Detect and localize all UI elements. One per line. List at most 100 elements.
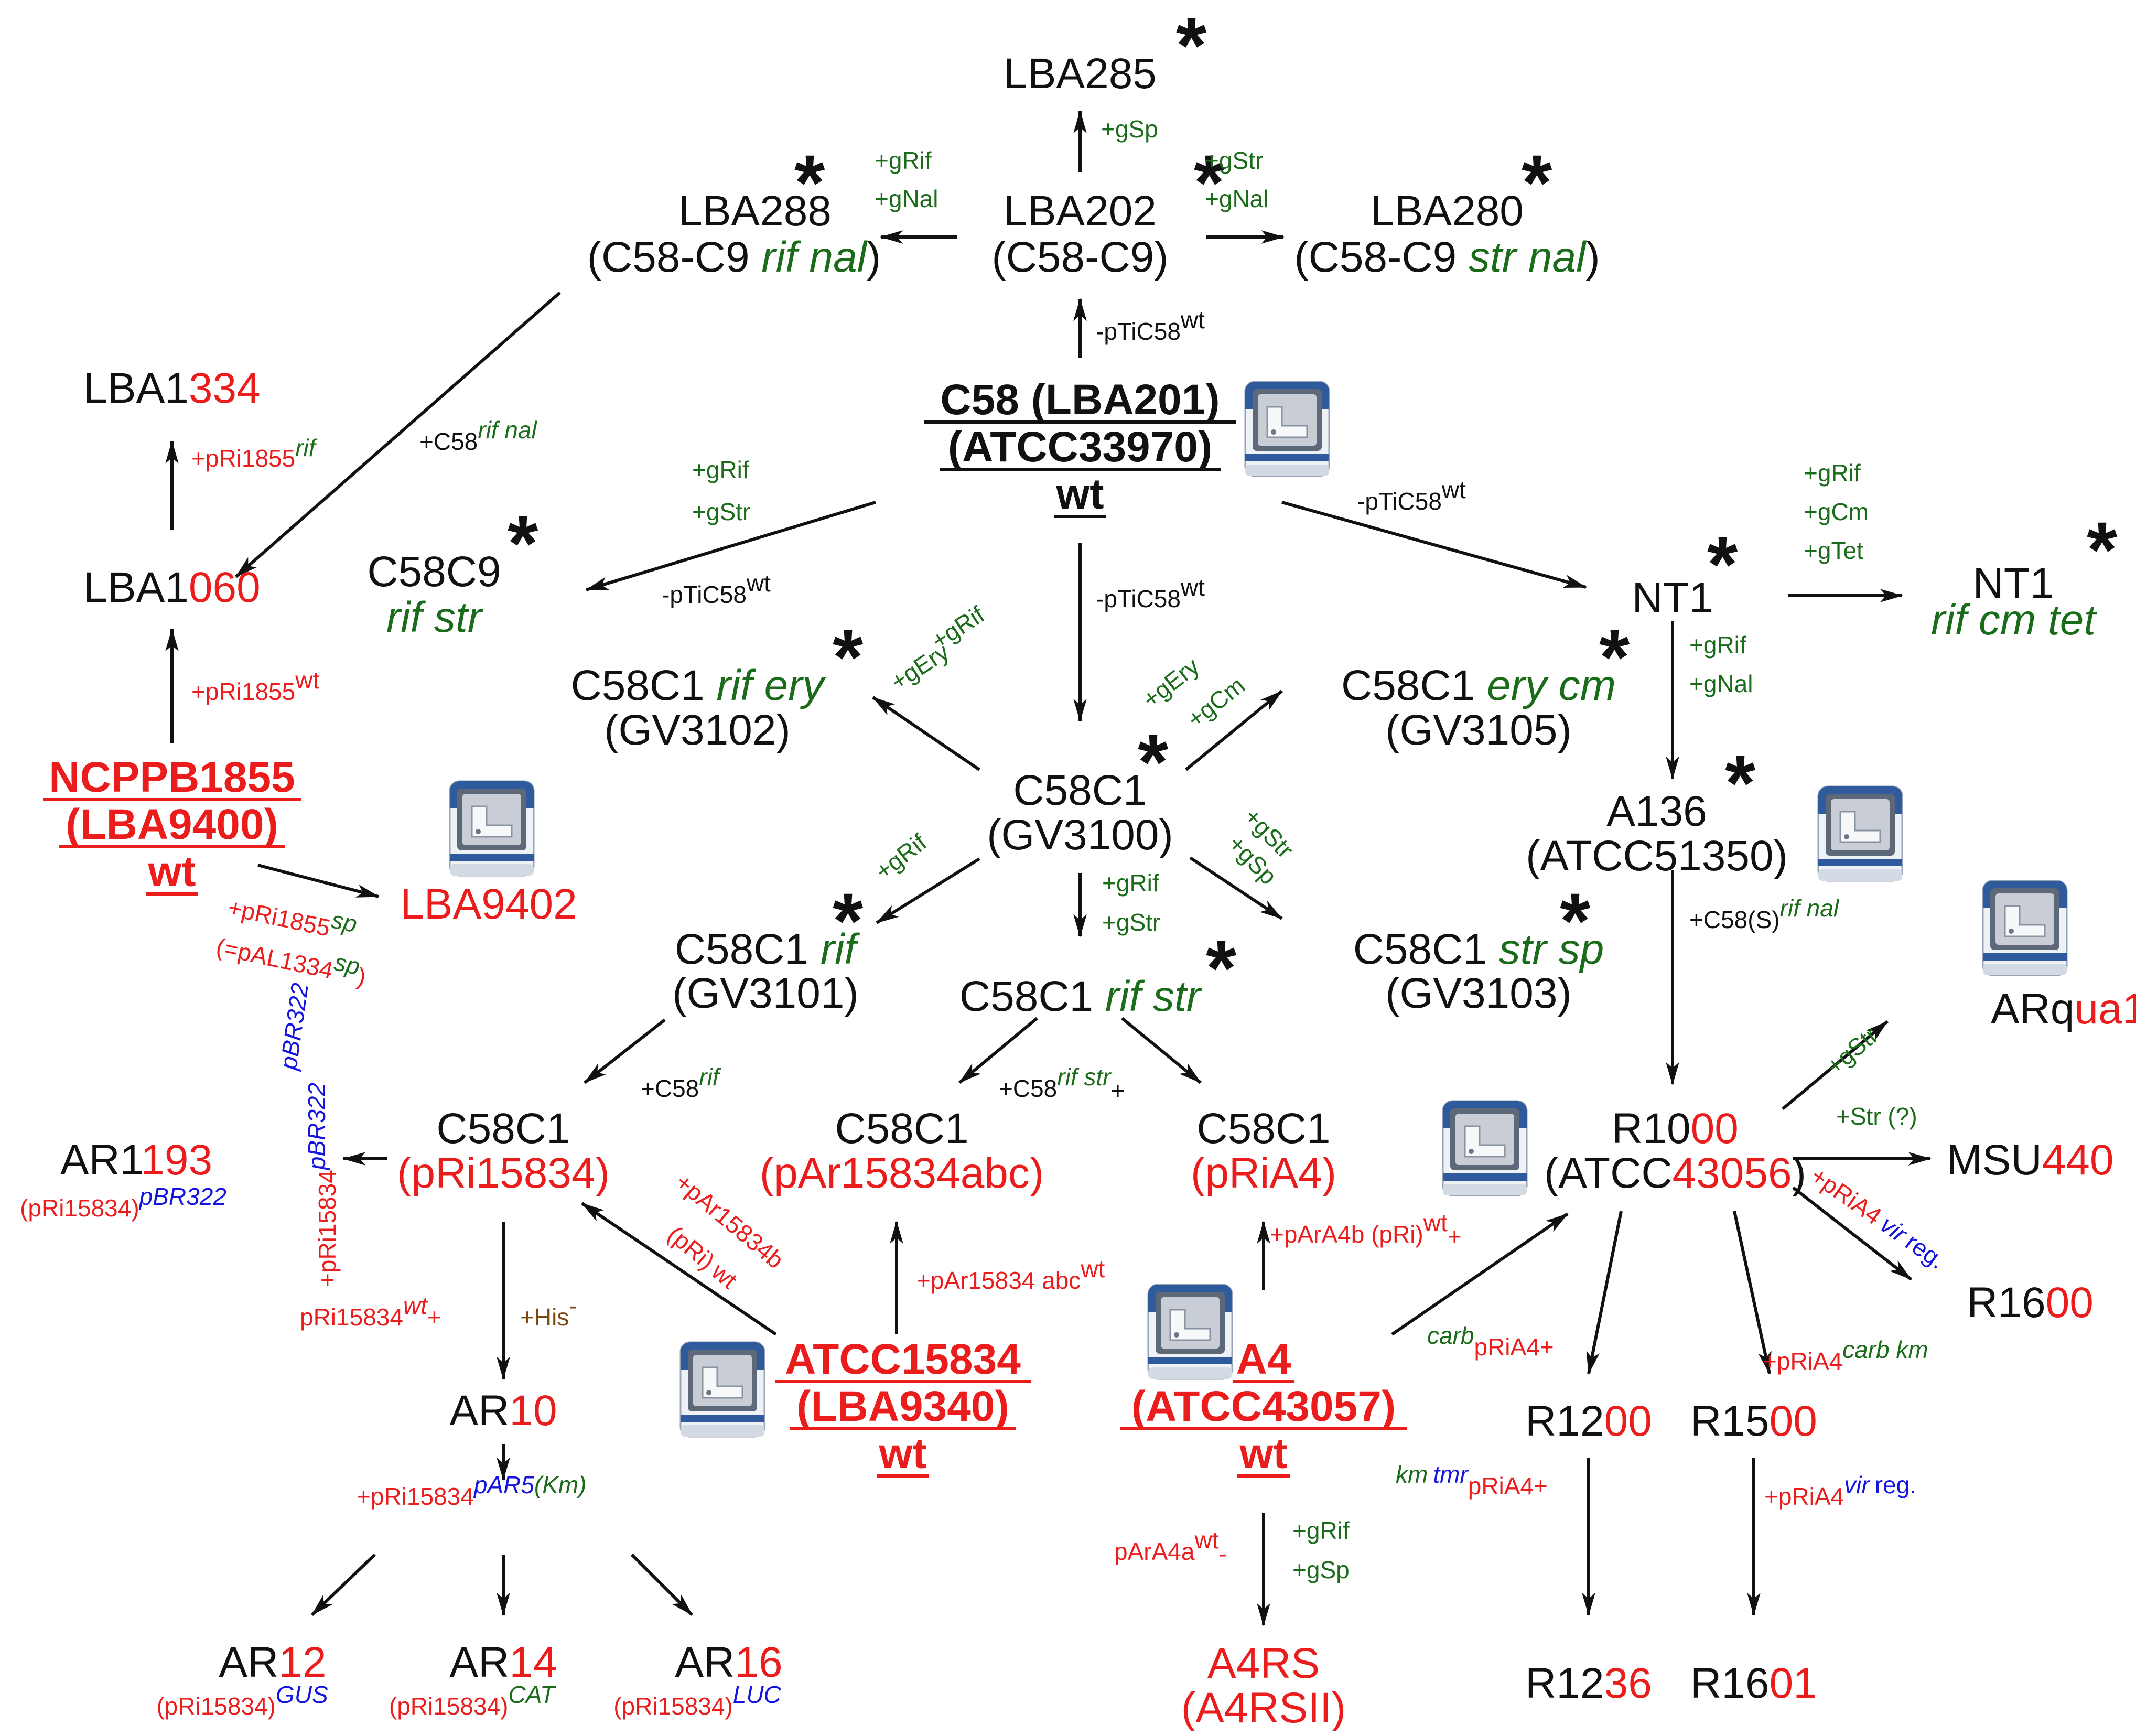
label-pbr322: pBR322 xyxy=(274,982,314,1073)
node-nt1: NT1 xyxy=(1632,574,1713,622)
node-c58c1-pri15834: C58C1 xyxy=(436,1105,570,1152)
label-pri1855-wt: +pRi1855wt xyxy=(191,666,319,705)
label-gsp: +gSp xyxy=(1101,115,1158,143)
node-nt1-rif: NT1 xyxy=(1973,559,2054,607)
arrow-ncppb-lba9402 xyxy=(257,864,380,898)
arrow-r1000-r1200 xyxy=(1586,1211,1623,1375)
label-gstr: +gStr xyxy=(1205,147,1263,174)
node-ar16-sub: (pRi15834)LUC xyxy=(613,1681,781,1720)
node-gv3102: (GV3102) xyxy=(604,706,791,754)
arrow-c58c1-gv3103 xyxy=(1189,856,1283,920)
arrow-gv3101-pri15834 xyxy=(584,1018,666,1084)
node-ar12-sub: (pRi15834)GUS xyxy=(156,1681,328,1720)
label-gstr: +gStr xyxy=(1102,909,1160,936)
node-r1000: R1000 xyxy=(1612,1105,1739,1152)
node-c58c1-rif-str: C58C1 rif str xyxy=(959,973,1203,1020)
arrow-atcc15834-pri15834 xyxy=(581,1202,777,1336)
arrow-ar10-ar12 xyxy=(310,1553,376,1616)
arrow-ar10-ar16 xyxy=(630,1553,694,1616)
asterisk-icon: * xyxy=(1725,739,1756,827)
label-c58-rif: +C58rif xyxy=(641,1063,721,1102)
node-c58c1-pri15834-sub: (pRi15834) xyxy=(397,1149,610,1197)
asterisk-icon: * xyxy=(833,877,864,965)
label-c58-rif-str: +C58rif str+ xyxy=(999,1063,1125,1104)
sequencer-icon xyxy=(1147,1284,1233,1380)
node-arqua1: ARqua1 xyxy=(1991,985,2136,1033)
label-gstr: +gStr xyxy=(692,498,750,525)
node-r1601: R1601 xyxy=(1690,1659,1817,1707)
node-ar16: AR16 xyxy=(675,1638,782,1686)
node-ncppb-wt: wt xyxy=(147,848,196,896)
nodes: LBA285 * LBA288 * (C58-C9 rif nal) LBA20… xyxy=(20,1,2136,1732)
sequencer-icon xyxy=(1442,1100,1528,1196)
node-ncppb1855: NCPPB1855 xyxy=(49,753,295,801)
label-pri15834-wt: pRi15834wt+ xyxy=(300,1292,441,1331)
node-r1200: R1200 xyxy=(1525,1397,1652,1445)
node-a4: A4 xyxy=(1236,1335,1291,1383)
label-gnal: +gNal xyxy=(1689,670,1753,697)
label-gtet: +gTet xyxy=(1804,537,1863,564)
node-c58c1-rif: C58C1 rif xyxy=(675,925,860,973)
node-a136: A136 xyxy=(1606,788,1707,835)
node-lba280: LBA280 xyxy=(1371,187,1524,235)
arrow-a4-r1000 xyxy=(1391,1212,1569,1336)
arrow-lba288-lba1060 xyxy=(235,291,561,578)
label-gery: +gEry xyxy=(886,638,954,696)
node-ar14-sub: (pRi15834)CAT xyxy=(389,1681,556,1720)
node-atcc15834-wt: wt xyxy=(878,1430,926,1478)
label-pri1855-rif: +pRi1855rif xyxy=(191,434,318,472)
asterisk-icon: * xyxy=(1206,924,1237,1012)
label-pria4-carb-km: +pRiA4carb km xyxy=(1763,1336,1928,1375)
node-c58c1-rif-ery: C58C1 rif ery xyxy=(570,662,826,709)
label-gnal: +gNal xyxy=(1205,185,1268,212)
label-gsp: +gSp xyxy=(1292,1556,1350,1583)
node-lba288: LBA288 xyxy=(678,187,832,235)
label-grif: +gRif xyxy=(875,147,932,174)
asterisk-icon: * xyxy=(1176,1,1207,89)
node-lba202: LBA202 xyxy=(1004,187,1157,235)
label-pri15834-par5: +pRi15834pAR5(Km) xyxy=(357,1471,587,1510)
label-carb-pria4: carbpRiA4+ xyxy=(1427,1322,1554,1361)
asterisk-icon: * xyxy=(1560,877,1591,965)
node-c58c1-ery-cm: C58C1 ery cm xyxy=(1341,662,1616,709)
label-grif: +gRif xyxy=(870,828,932,885)
node-lba202-sub: (C58-C9) xyxy=(991,233,1168,281)
label-ptic58: -pTiC58wt xyxy=(1096,574,1205,612)
node-gv3103: (GV3103) xyxy=(1385,969,1572,1017)
node-ar14: AR14 xyxy=(449,1638,557,1686)
label-para4b: +pArA4b (pRi)wt+ xyxy=(1270,1209,1462,1250)
asterisk-icon: * xyxy=(1522,138,1552,227)
node-lba9340: (LBA9340) xyxy=(796,1383,1009,1430)
label-ptic58: -pTiC58wt xyxy=(662,569,771,608)
node-c58-atcc: (ATCC33970) xyxy=(948,423,1212,471)
node-msu440: MSU440 xyxy=(1946,1136,2113,1184)
label-c58s-rif-nal: +C58(S)rif nal xyxy=(1689,894,1840,933)
asterisk-icon: * xyxy=(833,613,864,701)
node-r1236: R1236 xyxy=(1525,1659,1652,1707)
label-grif: +gRif xyxy=(692,456,749,483)
node-lba9402: LBA9402 xyxy=(400,880,577,928)
label-gcm: +gCm xyxy=(1804,498,1869,525)
asterisk-icon: * xyxy=(1707,520,1738,608)
arrow-rifstr-pria4 xyxy=(1121,1017,1202,1084)
node-lba1334: LBA1334 xyxy=(83,364,260,412)
node-c58c9-sub: rif str xyxy=(386,594,484,641)
asterisk-icon: * xyxy=(1138,718,1169,806)
label-grif: +gRif xyxy=(1689,631,1746,659)
node-c58c1: C58C1 xyxy=(1013,767,1147,814)
node-c58-name: C58 (LBA201) xyxy=(940,376,1220,424)
node-ar1193: AR1193 xyxy=(60,1136,212,1184)
label-pria4-vir-reg: +pRiA4virreg. xyxy=(1806,1162,1950,1275)
label-c58-rif-nal: +C58rif nal xyxy=(419,416,538,455)
arrow-rifstr-par xyxy=(958,1017,1038,1084)
asterisk-icon: * xyxy=(1194,138,1225,227)
node-c58c1-pria4-sub: (pRiA4) xyxy=(1191,1149,1336,1197)
label-ptic58: -pTiC58wt xyxy=(1096,306,1205,345)
node-r1600: R1600 xyxy=(1967,1279,2094,1327)
arrow-r1000-r1600 xyxy=(1792,1186,1912,1281)
sequencer-icon xyxy=(1817,785,1903,882)
label-ptic58: -pTiC58wt xyxy=(1357,476,1466,515)
node-c58c1-par15834abc-sub: (pAr15834abc) xyxy=(760,1149,1044,1197)
